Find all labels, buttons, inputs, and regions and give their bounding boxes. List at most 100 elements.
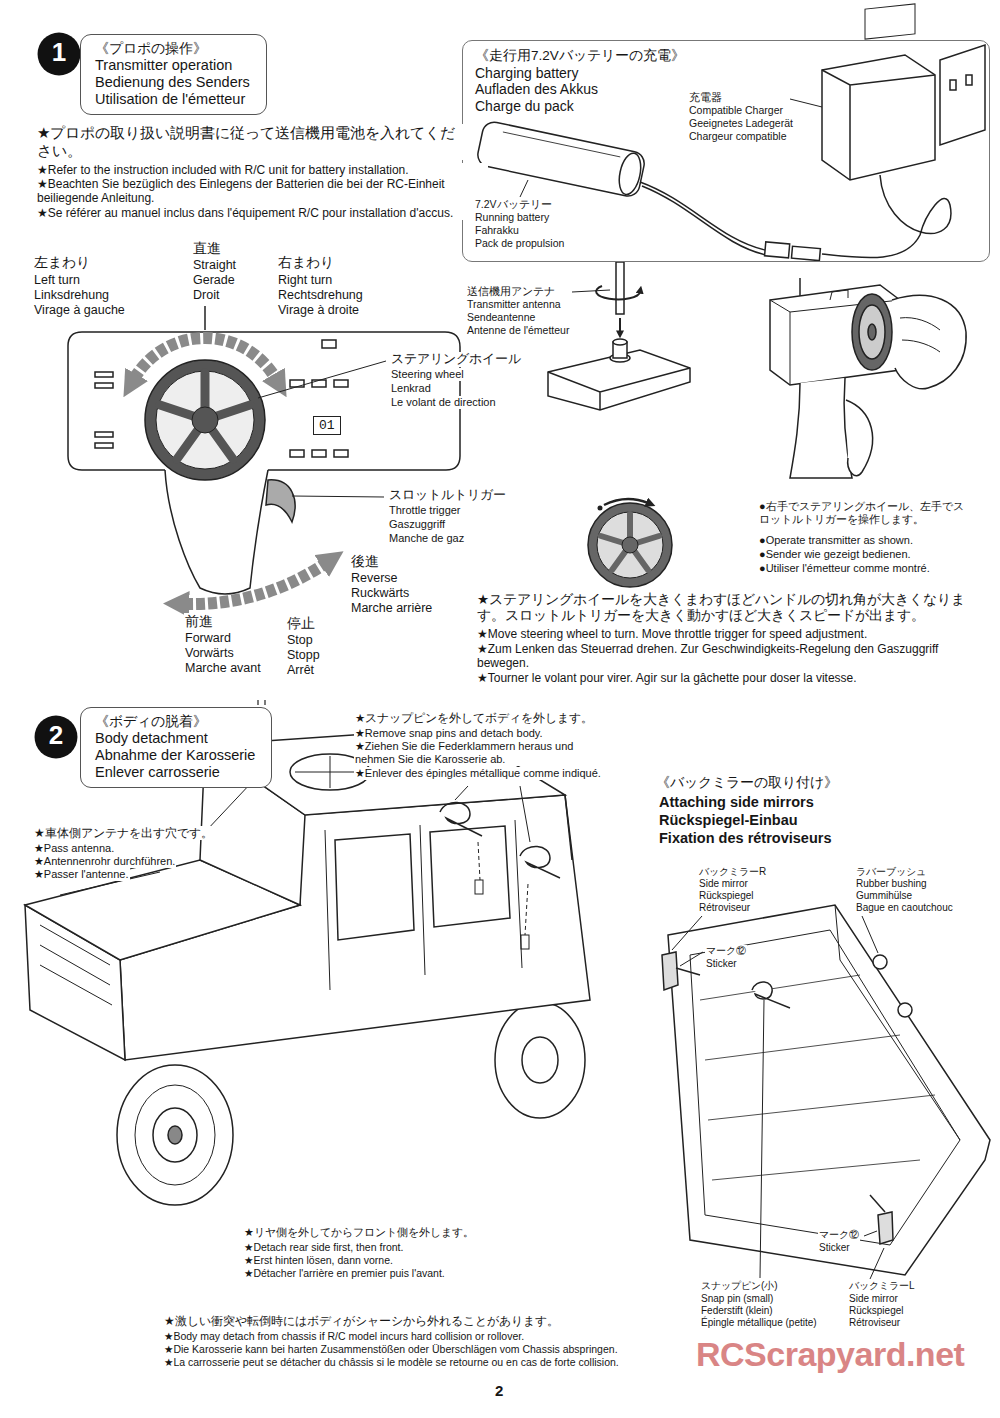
leader-line: [520, 786, 530, 842]
battery-drawing: [765, 242, 821, 261]
part-label: ★Remove snap pins and detach body.: [354, 727, 544, 740]
part-label: Side mirror: [848, 1293, 899, 1305]
vehicle-body-drawing: [40, 925, 112, 1005]
transmitter-drawing: [266, 480, 295, 522]
chassis-drawing: [898, 1003, 912, 1017]
part-label: Ruckwärts: [350, 586, 410, 601]
part-label: ★Body may detach from chassis if R/C mod…: [163, 1330, 525, 1343]
heading-translation: Body detachment: [95, 730, 255, 747]
leader-line: [572, 290, 610, 292]
part-label: Right turn: [277, 273, 333, 288]
transmitter-drawing: [322, 340, 336, 348]
part-label: Straight: [192, 258, 237, 273]
antenna-drawing: [613, 339, 627, 345]
part-label: 後進: [350, 553, 380, 570]
part-label: ★Détacher l'arrière en premier puis l'av…: [243, 1267, 446, 1280]
part-label: ★激しい衝突や転倒時にはボディがシャーシから外れることがあります。: [163, 1314, 560, 1328]
chassis-drawing: [662, 905, 990, 1275]
transmitter-in-hand: [770, 285, 900, 385]
antenna-drawing: [619, 318, 621, 332]
part-label: マーク⑫: [818, 1229, 860, 1241]
part-label: Sticker: [818, 1242, 851, 1254]
snap-pin-drawing: [475, 880, 483, 894]
part-label: Linksdrehung: [33, 288, 110, 303]
part-label: Geeignetes Ladegerät: [688, 117, 794, 130]
chassis-drawing: [752, 982, 790, 1008]
part-label: Transmitter antenna: [466, 298, 562, 311]
heading-japanese: 《走行用7.2Vバッテリーの充電》: [475, 48, 977, 65]
part-label: ★Erst hinten lösen, dann vorne.: [243, 1254, 394, 1267]
vehicle-body-drawing: [430, 826, 510, 927]
part-label: Rückspiegel: [848, 1305, 904, 1317]
chassis-drawing: [873, 955, 887, 969]
part-label: Running battery: [474, 211, 550, 224]
part-label: Left turn: [33, 273, 81, 288]
vehicle-body-drawing: [25, 728, 590, 1205]
part-label: Virage à droite: [277, 303, 360, 318]
part-label: Reverse: [350, 571, 399, 586]
part-label: Pack de propulsion: [474, 237, 565, 250]
transmitter-in-hand: [892, 295, 966, 388]
part-label: バックミラーR: [698, 866, 767, 878]
page-number: 2: [494, 1382, 504, 1400]
charger-drawing: [822, 175, 951, 258]
step-heading-box: 《プロポの操作》Transmitter operationBedienung d…: [80, 34, 267, 115]
chassis-drawing: [676, 968, 700, 975]
leader-line: [205, 782, 530, 842]
leader-line: [760, 1000, 764, 1278]
direction-arrow: [184, 563, 326, 604]
part-label: ★Enlever des épingles métallique comme i…: [354, 767, 602, 780]
battery-drawing: [640, 182, 765, 250]
heading-translation: Transmitter operation: [95, 57, 250, 74]
step-number-text: 2: [32, 715, 80, 755]
battery-drawing: [791, 246, 820, 260]
antenna-drawing: [596, 286, 640, 299]
instruction-note: ★プロポの取り扱い説明書に従って送信機用電池を入れてください。: [36, 124, 463, 160]
charger-drawing: [822, 70, 935, 180]
transmitter-in-hand: [900, 318, 940, 352]
snap-pin-drawing: [521, 935, 529, 949]
part-label: 右まわり: [277, 254, 335, 271]
charger-drawing: [950, 80, 956, 90]
steering-wheel-detail: [601, 514, 659, 570]
instruction-note: ★ステアリングホイールを大きくまわすほどハンドルの切れ角が大きくなります。スロッ…: [476, 592, 976, 624]
part-label: Épingle métallique (petite): [700, 1317, 818, 1329]
antenna-drawing: [616, 262, 624, 314]
instruction-note: ★Zum Lenken das Steuerrad drehen. Zur Ge…: [476, 642, 968, 671]
snap-pin-drawing: [440, 802, 560, 949]
transmitter-in-hand: [846, 400, 873, 476]
transmitter-in-hand: [852, 294, 892, 370]
transmitter-in-hand: [770, 300, 900, 385]
part-label: マーク⑫: [705, 945, 747, 957]
transmitter-drawing: [95, 443, 113, 448]
direction-arrow: [134, 338, 326, 604]
part-label: Rubber bushing: [855, 878, 928, 890]
charger-drawing: [822, 55, 935, 180]
section-heading: Fixation des rétroviseurs: [658, 830, 832, 847]
leader-line: [520, 180, 528, 197]
leader-line: [258, 361, 386, 398]
part-label: ●Sender wie gezeigt bedienen.: [758, 548, 912, 561]
transmitter-drawing: [204, 306, 206, 330]
steering-wheel-detail: [597, 512, 663, 578]
display-digits: 01: [319, 418, 335, 433]
transmitter-in-hand: [770, 278, 966, 478]
chassis-drawing: [690, 930, 960, 1245]
vehicle-body-drawing: [565, 795, 572, 860]
vehicle-body-drawing: [168, 1126, 182, 1144]
snap-pin-drawing: [440, 802, 482, 836]
section-heading: 《バックミラーの取り付け》: [655, 775, 839, 791]
part-label: ★La carrosserie peut se détacher du châs…: [163, 1356, 620, 1369]
part-label: Marche arrière: [350, 601, 433, 616]
battery-drawing: [765, 242, 790, 258]
section-heading: Attaching side mirrors: [658, 794, 815, 811]
heading-translation: Bedienung des Senders: [95, 74, 250, 91]
transmitter-drawing: [312, 380, 326, 387]
transmitter-drawing: [290, 450, 304, 457]
leader-line: [205, 782, 252, 832]
part-label: Forward: [184, 631, 232, 646]
part-label: Manche de gaz: [388, 532, 465, 545]
part-label: Steering wheel: [390, 368, 465, 381]
leader-line: [292, 496, 384, 497]
